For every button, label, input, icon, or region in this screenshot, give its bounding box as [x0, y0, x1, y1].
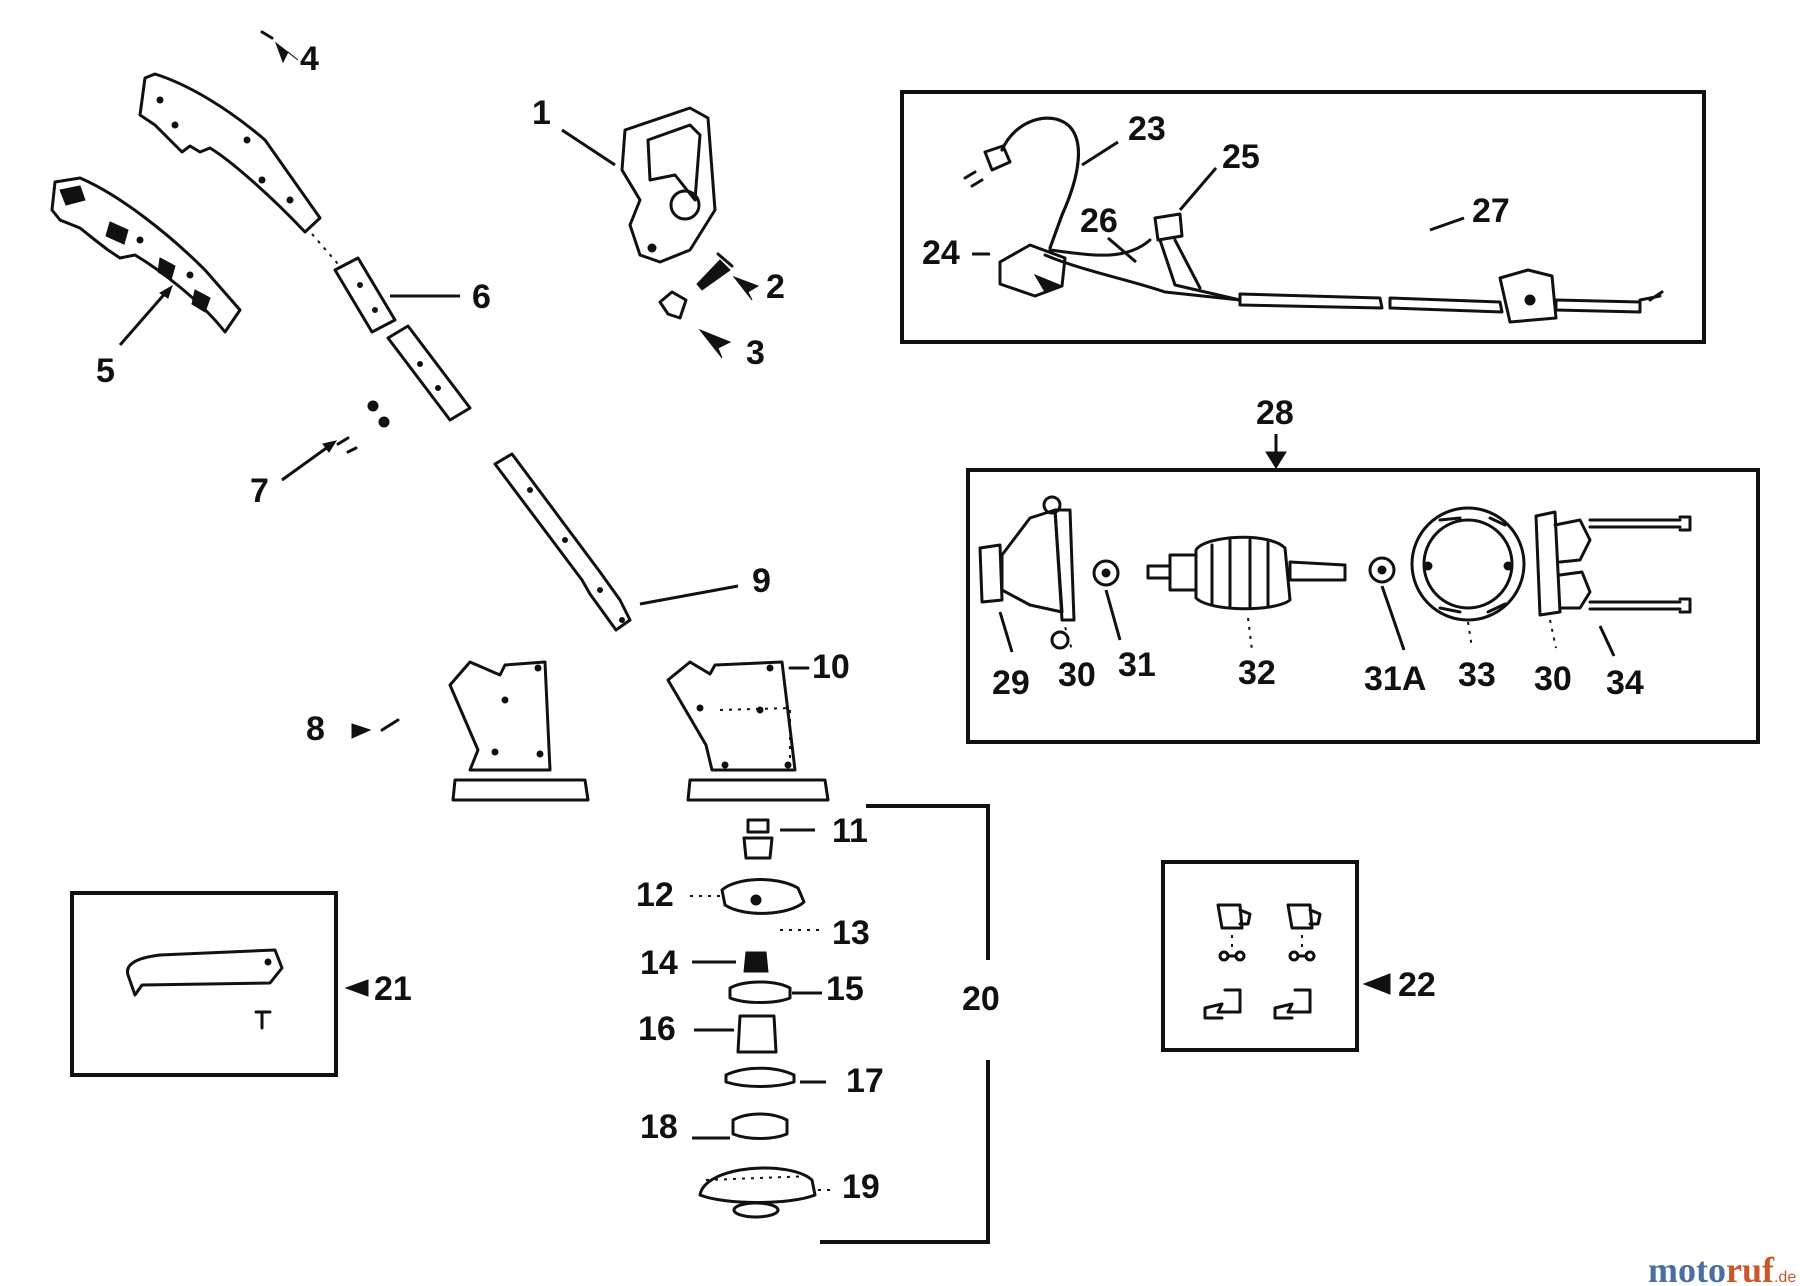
part-17 [724, 1066, 796, 1088]
leader-9 [639, 584, 739, 606]
part-31a-washer [1368, 556, 1396, 584]
callout-9: 9 [752, 562, 771, 600]
part-19-gear [698, 1166, 817, 1204]
part-32-armature [1146, 535, 1347, 611]
part-6-shaft-coupler [333, 256, 472, 422]
part-5-handle-half [50, 176, 242, 334]
watermark-suffix: .de [1774, 1269, 1796, 1286]
callout-4: 4 [300, 40, 319, 78]
bracket-20 [820, 804, 990, 1244]
callout-29: 29 [992, 664, 1030, 702]
part-23-power-cord [963, 116, 1080, 250]
part-1-assist-handle [620, 106, 717, 264]
callout-2: 2 [766, 268, 785, 306]
callout-33: 33 [1458, 656, 1496, 694]
box-22 [1161, 860, 1359, 1052]
part-22-brush-holders [1203, 903, 1322, 1020]
part-4-screw [260, 30, 299, 64]
callout-27: 27 [1472, 192, 1510, 230]
callout-28: 28 [1256, 394, 1294, 432]
part-12-13 [720, 878, 806, 915]
gear-stack [698, 818, 817, 1219]
callout-31: 31 [1118, 646, 1156, 684]
part-26-27-wiring [1043, 238, 1664, 324]
callout-8: 8 [306, 710, 325, 748]
callout-17: 17 [846, 1062, 884, 1100]
callout-7: 7 [250, 472, 269, 510]
part-18 [731, 1112, 789, 1140]
watermark-part2: ruf [1726, 1250, 1775, 1286]
leader-5 [118, 289, 170, 346]
part-8-screw [351, 723, 372, 739]
part-3-nut [658, 290, 732, 359]
callout-1: 1 [532, 94, 551, 132]
callout-22: 22 [1398, 966, 1436, 1004]
part-33-field-ring [1410, 506, 1526, 622]
part-11 [742, 818, 774, 860]
part-7-nuts-screws [336, 400, 390, 454]
part-handle-half-upper [138, 72, 322, 234]
box-28-motor [966, 468, 1760, 744]
callout-18: 18 [640, 1108, 678, 1146]
box-21 [70, 891, 338, 1077]
callout-5: 5 [96, 352, 115, 390]
box-cord-set [900, 90, 1706, 344]
callout-32: 32 [1238, 654, 1276, 692]
part-25-switch [1153, 212, 1184, 242]
callout-6: 6 [472, 278, 491, 316]
part-21-switch-trigger [126, 948, 284, 1030]
part-14 [743, 951, 769, 973]
callout-23: 23 [1128, 110, 1166, 148]
callout-30b: 30 [1534, 660, 1572, 698]
part-2-bolt [696, 252, 760, 301]
callout-30a: 30 [1058, 656, 1096, 694]
callout-16: 16 [638, 1010, 676, 1048]
part-9-lower-shaft [493, 452, 632, 632]
callout-25: 25 [1222, 138, 1260, 176]
part-34-through-bolts [1588, 515, 1692, 614]
callout-3: 3 [746, 334, 765, 372]
callout-11: 11 [832, 812, 868, 850]
callout-31a: 31A [1364, 660, 1426, 698]
part-29-end-bell [978, 495, 1076, 650]
part-30-brush-plate [1534, 510, 1592, 617]
part-16 [736, 1014, 778, 1054]
leader-7 [281, 442, 333, 482]
callout-26: 26 [1080, 202, 1118, 240]
callout-24: 24 [922, 234, 960, 272]
part-31-washer [1092, 559, 1120, 587]
callout-14: 14 [640, 944, 678, 982]
part-24-strain-relief [998, 243, 1067, 298]
callout-34: 34 [1606, 664, 1644, 702]
watermark: motoruf.de [1648, 1250, 1796, 1286]
callout-15: 15 [826, 970, 864, 1008]
callout-19: 19 [842, 1168, 880, 1206]
part-10-motor-housing-half [666, 660, 830, 802]
leader-1 [561, 128, 616, 167]
callout-12: 12 [636, 876, 674, 914]
watermark-part1: moto [1648, 1250, 1726, 1286]
callout-10: 10 [812, 648, 850, 686]
part-8-motor-housing-half [448, 660, 590, 802]
part-15 [728, 980, 792, 1004]
callout-20: 20 [962, 980, 1000, 1018]
callout-13: 13 [832, 914, 870, 952]
callout-21: 21 [374, 970, 412, 1008]
